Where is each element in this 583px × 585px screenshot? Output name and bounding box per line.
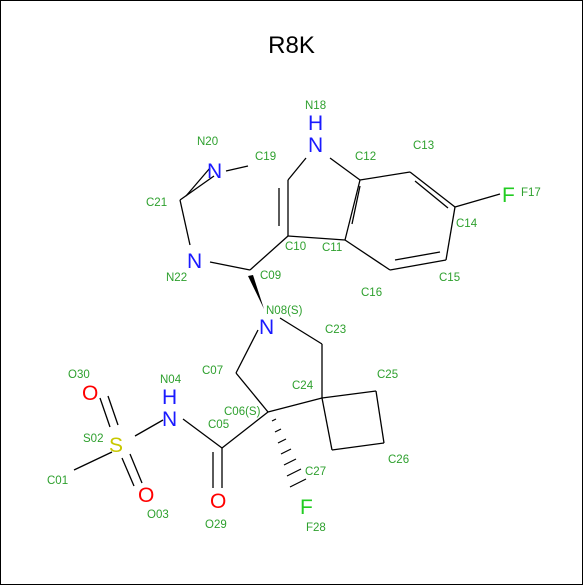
element-symbol: N <box>207 160 222 183</box>
bond <box>209 261 251 271</box>
atom-label: O30 <box>68 369 90 381</box>
molecule-title: R8K <box>268 32 315 59</box>
bond <box>344 239 391 271</box>
atom-label: C10 <box>285 241 306 253</box>
bond <box>279 317 323 345</box>
atom-label: S02 <box>83 433 103 445</box>
bond <box>179 199 191 246</box>
element-symbol: S <box>109 434 123 457</box>
atom-labels: N18 N20 C19 C12 C13 F17 C21 C14 C10 C11 … <box>47 100 541 534</box>
element-symbol: N <box>162 408 177 431</box>
bond <box>249 235 289 271</box>
hash-bond <box>271 418 307 488</box>
bond <box>267 397 323 413</box>
bond <box>321 390 377 399</box>
atom-label: C01 <box>47 475 68 487</box>
atom-label: C09 <box>260 270 281 282</box>
bond <box>331 442 385 451</box>
atom-label: C16 <box>361 287 382 299</box>
bond <box>375 390 385 444</box>
bond <box>107 395 119 426</box>
element-symbol: N <box>308 134 323 157</box>
atom-label: O29 <box>205 519 227 531</box>
atom-label: N20 <box>197 136 218 148</box>
element-symbols: N H N N N N H S O O O F F <box>82 112 515 519</box>
atom-label: C06(S) <box>224 406 261 418</box>
element-symbol: N <box>187 250 202 273</box>
atom-label: N08(S) <box>266 305 303 317</box>
bonds <box>73 157 501 488</box>
bond <box>389 259 447 271</box>
bond <box>344 179 361 241</box>
atom-label: C05 <box>208 419 229 431</box>
atom-label: N04 <box>160 374 182 386</box>
element-symbol: F <box>300 496 313 519</box>
bond <box>351 185 361 225</box>
atom-label: C23 <box>325 324 346 336</box>
bond <box>134 419 164 437</box>
element-symbol: O <box>82 382 98 405</box>
bond <box>321 397 333 451</box>
atom-label: C27 <box>305 466 326 478</box>
atom-label: C13 <box>413 140 434 152</box>
element-symbol: H <box>308 112 323 135</box>
bond <box>182 418 223 449</box>
element-symbol: F <box>502 184 515 207</box>
bond <box>235 329 259 374</box>
wedge-bond <box>248 275 264 309</box>
atom-label: C14 <box>456 218 478 230</box>
atom-label: F28 <box>306 522 326 534</box>
bond <box>179 175 215 201</box>
bond <box>454 193 501 208</box>
bond <box>359 171 411 181</box>
bond <box>73 451 113 471</box>
atom-label: C15 <box>439 272 460 284</box>
atom-label: C07 <box>202 365 223 377</box>
bond <box>221 411 269 449</box>
bond <box>287 157 307 181</box>
bond <box>394 251 441 261</box>
element-symbol: N <box>259 316 274 339</box>
atom-label: C24 <box>292 380 314 392</box>
bond <box>287 235 346 241</box>
bond <box>185 167 211 197</box>
element-symbol: O <box>210 490 226 513</box>
bond <box>99 397 111 428</box>
atom-label: N18 <box>305 100 326 112</box>
bond <box>445 206 456 261</box>
atom-label: O03 <box>147 509 169 521</box>
atom-label: C11 <box>322 242 342 254</box>
atom-label: F17 <box>521 187 541 199</box>
bond <box>129 453 143 484</box>
element-symbol: O <box>138 484 154 507</box>
atom-label: C25 <box>377 369 398 381</box>
atom-label: C26 <box>388 454 409 466</box>
element-symbol: H <box>162 386 177 409</box>
atom-label: N22 <box>166 272 187 284</box>
bond <box>409 171 456 208</box>
atom-label: C19 <box>255 151 276 163</box>
atom-label: C12 <box>355 151 376 163</box>
bond <box>225 165 249 172</box>
bond <box>329 157 361 181</box>
bond <box>121 457 135 487</box>
atom-label: C21 <box>146 197 167 209</box>
bond <box>414 180 449 209</box>
bond <box>235 372 269 413</box>
